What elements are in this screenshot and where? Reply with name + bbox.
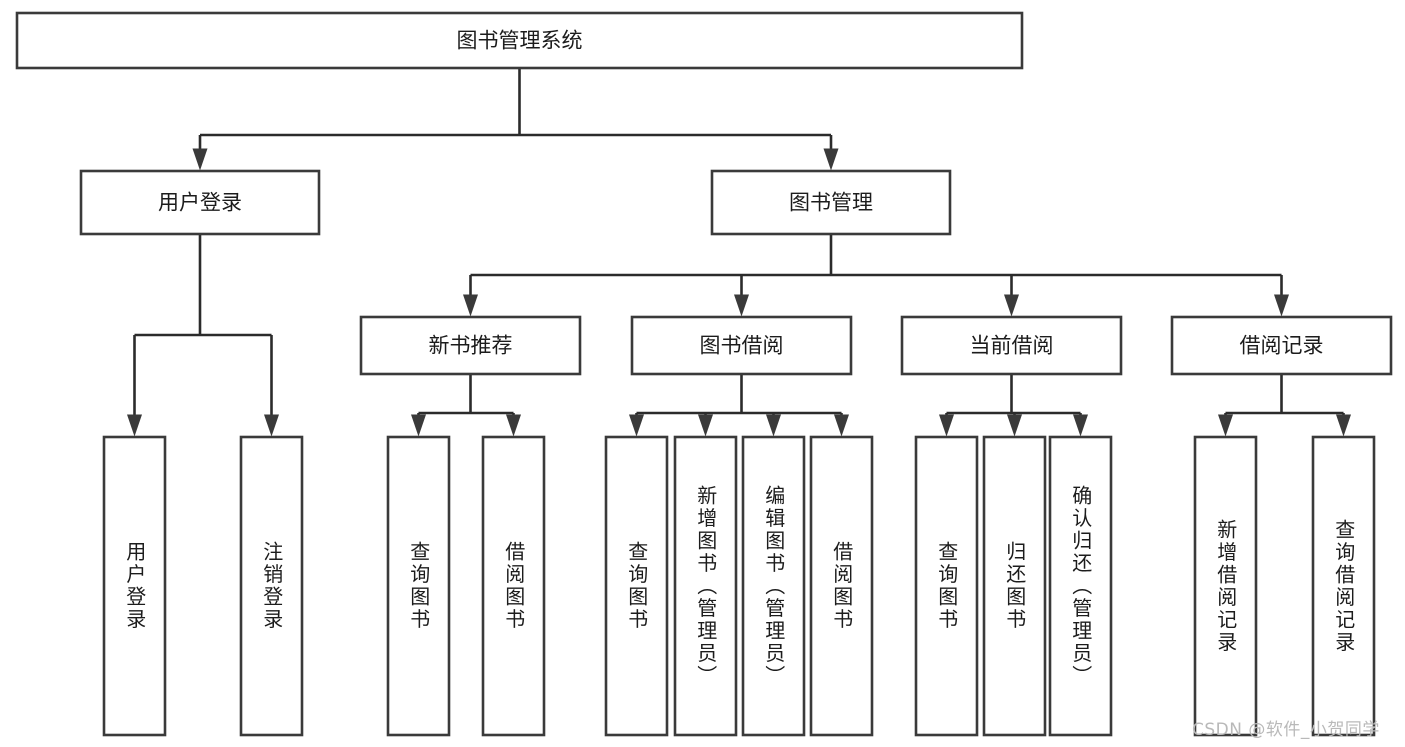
node-leaf-query-book-recommend[interactable] bbox=[386, 435, 451, 737]
node-leaf-query-borrow-record[interactable] bbox=[1311, 435, 1376, 737]
node-book-borrow-label: 图书借阅 bbox=[700, 334, 784, 358]
connectors-layer bbox=[127, 68, 1351, 437]
node-leaf-edit-book-admin[interactable] bbox=[741, 435, 806, 737]
arrow-head-icon bbox=[463, 294, 478, 317]
arrow-head-icon bbox=[1007, 414, 1022, 437]
arrow-head-icon bbox=[1004, 294, 1019, 317]
node-current-borrow[interactable] bbox=[900, 315, 1123, 376]
arrow-head-icon bbox=[1274, 294, 1289, 317]
arrow-head-icon bbox=[939, 414, 954, 437]
arrow-head-icon bbox=[734, 294, 749, 317]
arrow-head-icon bbox=[1073, 414, 1088, 437]
node-book-borrow[interactable] bbox=[630, 315, 853, 376]
node-book-management[interactable] bbox=[710, 169, 952, 236]
arrow-head-icon bbox=[1218, 414, 1233, 437]
node-book-management-label: 图书管理 bbox=[789, 191, 873, 215]
node-new-book-recommend-label: 新书推荐 bbox=[429, 334, 513, 358]
arrow-head-icon bbox=[698, 414, 713, 437]
node-leaf-user-login[interactable] bbox=[102, 435, 167, 737]
arrow-head-icon bbox=[1336, 414, 1351, 437]
arrow-head-icon bbox=[264, 414, 279, 437]
node-leaf-add-book-admin[interactable] bbox=[673, 435, 738, 737]
arrow-head-icon bbox=[629, 414, 644, 437]
node-leaf-return-book[interactable] bbox=[982, 435, 1047, 737]
node-leaf-add-borrow-record[interactable] bbox=[1193, 435, 1258, 737]
boxes-layer bbox=[15, 11, 1393, 737]
arrow-head-icon bbox=[823, 148, 839, 171]
node-leaf-confirm-return-admin[interactable] bbox=[1048, 435, 1113, 737]
node-borrow-record[interactable] bbox=[1170, 315, 1393, 376]
node-new-book-recommend[interactable] bbox=[359, 315, 582, 376]
node-leaf-user-logout[interactable] bbox=[239, 435, 304, 737]
arrow-head-icon bbox=[766, 414, 781, 437]
node-leaf-borrow-book-recommend[interactable] bbox=[481, 435, 546, 737]
node-user-login[interactable] bbox=[79, 169, 321, 236]
node-borrow-record-label: 借阅记录 bbox=[1240, 334, 1324, 358]
node-user-login-label: 用户登录 bbox=[158, 191, 242, 215]
node-leaf-query-book-borrow[interactable] bbox=[604, 435, 669, 737]
node-leaf-query-book-current[interactable] bbox=[914, 435, 979, 737]
arrow-head-icon bbox=[127, 414, 142, 437]
arrow-head-icon bbox=[411, 414, 426, 437]
node-current-borrow-label: 当前借阅 bbox=[970, 334, 1054, 358]
csdn-watermark: CSDN @软件_小贺同学 bbox=[1192, 720, 1380, 740]
arrow-head-icon bbox=[192, 148, 208, 171]
arrow-head-icon bbox=[506, 414, 521, 437]
node-root[interactable] bbox=[15, 11, 1024, 70]
node-leaf-borrow-book[interactable] bbox=[809, 435, 874, 737]
node-root-label: 图书管理系统 bbox=[457, 29, 583, 53]
arrow-head-icon bbox=[834, 414, 849, 437]
